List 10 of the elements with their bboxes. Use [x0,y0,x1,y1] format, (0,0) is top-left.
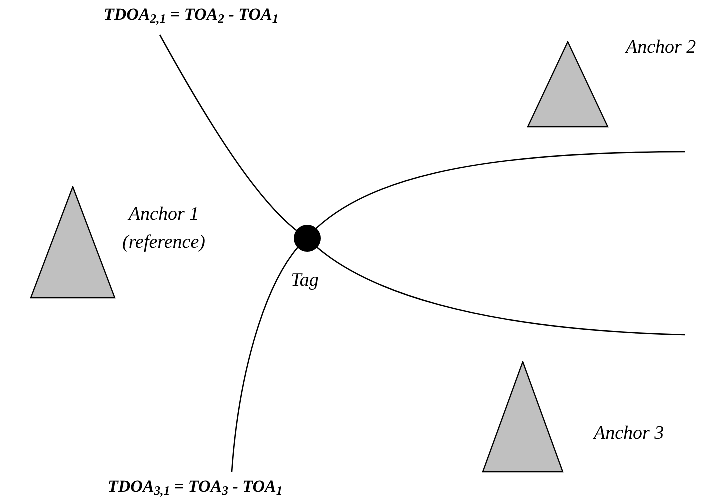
equation-label: TDOA$_{3,1}$ = TOA$_{3}$ - TOA$_{1}$ [108,477,283,497]
anchor-triangle [527,41,609,128]
node-caption: Anchor 3 [594,423,666,445]
node-caption: (reference) [122,232,206,254]
equation-label: TDOA$_{2,1}$ = TOA$_{2}$ - TOA$_{1}$ [104,5,279,25]
anchor-triangle [30,186,116,299]
node-caption: Tag [290,270,320,292]
node-caption: Anchor 1 [126,204,200,226]
node-caption: Anchor 2 [626,37,698,59]
anchor-triangle [482,361,564,473]
